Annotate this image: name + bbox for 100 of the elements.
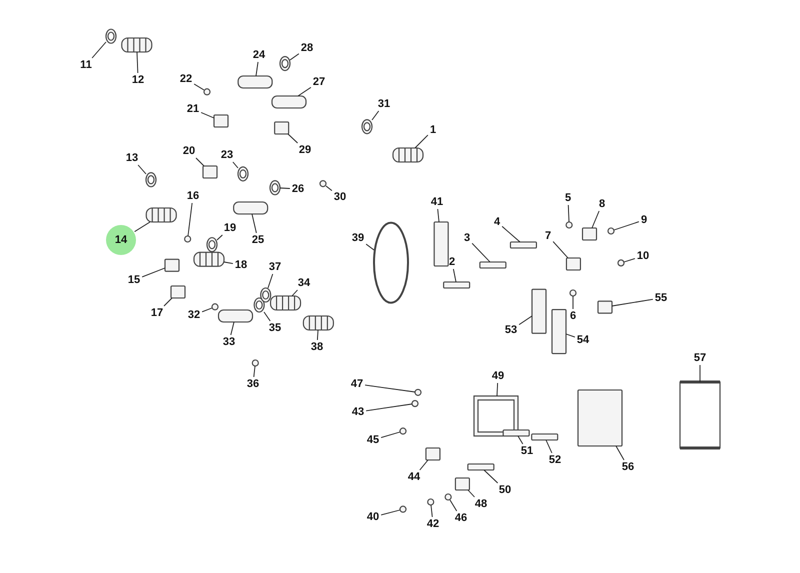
leader-line: [138, 164, 146, 174]
callout-number: 22: [178, 73, 194, 85]
bracket-drawing: [202, 165, 218, 179]
hose-clamp-drawing: [145, 172, 157, 188]
hose-clamp-drawing: [237, 166, 249, 182]
callout-number: 52: [548, 454, 562, 466]
leader-line: [380, 510, 400, 516]
bolt-drawing: [399, 506, 407, 513]
leader-line: [430, 504, 433, 518]
callout-number: 26: [290, 183, 306, 195]
callout-number: 6: [568, 310, 578, 322]
leader-line: [134, 222, 150, 232]
hose-drawing: [270, 295, 302, 311]
callout-number: 34: [296, 277, 312, 289]
leader-line: [452, 268, 456, 282]
bolt-drawing: [617, 259, 625, 266]
callout-number: 8: [598, 198, 606, 210]
hose-clamp-drawing: [260, 287, 272, 303]
callout-number: 3: [462, 232, 472, 244]
leader-line: [380, 432, 400, 438]
leader-line: [546, 440, 552, 454]
leader-line: [592, 210, 600, 228]
leader-line: [450, 500, 458, 512]
hose-clamp-drawing: [279, 56, 291, 72]
leader-line: [614, 221, 640, 230]
bolt-drawing: [569, 289, 577, 297]
leader-line: [496, 382, 498, 396]
bolt-drawing: [427, 498, 434, 506]
bracket-drawing: [164, 258, 180, 272]
bolt-drawing: [411, 400, 419, 408]
leader-line: [288, 134, 298, 144]
callout-number: 21: [186, 103, 200, 115]
callout-number: 18: [234, 259, 248, 271]
leader-line: [188, 202, 193, 236]
leader-line: [136, 52, 138, 74]
callout-number: 50: [498, 484, 512, 496]
callout-number: 28: [300, 42, 314, 54]
fan-ring-drawing: [373, 222, 409, 304]
leader-line: [552, 241, 568, 258]
bracket-drawing: [454, 477, 470, 491]
callout-number: 17: [150, 307, 164, 319]
bracket-drawing: [425, 447, 440, 461]
pipe-drawing: [271, 95, 307, 109]
callout-number: 2: [448, 256, 456, 268]
leader-line: [292, 290, 298, 296]
strip-drawing: [443, 281, 470, 289]
hose-drawing: [392, 147, 424, 163]
leader-line: [468, 490, 475, 498]
callout-number: 27: [312, 76, 326, 88]
leader-line: [366, 244, 374, 250]
leader-line: [280, 188, 290, 189]
leader-line: [419, 460, 428, 470]
callout-number: 51: [520, 445, 534, 457]
callout-number: 57: [692, 352, 708, 364]
leader-line: [232, 162, 238, 168]
leader-line: [472, 242, 490, 262]
callout-number: 47: [350, 378, 364, 390]
callout-number: 55: [654, 292, 668, 304]
hose-drawing: [193, 252, 225, 267]
leader-line: [164, 298, 172, 306]
frame-drawing: [551, 308, 567, 354]
bolt-drawing: [319, 180, 327, 188]
leader-line: [264, 312, 271, 322]
pipe-drawing: [238, 75, 273, 89]
radiator-drawing: [473, 395, 519, 437]
strip-drawing: [467, 463, 494, 471]
leader-line: [414, 134, 428, 148]
leader-line: [437, 208, 440, 222]
leader-line: [326, 186, 332, 192]
leader-line: [566, 334, 576, 338]
callout-number: 12: [130, 74, 146, 86]
callout-number: 10: [636, 250, 650, 262]
leader-line: [253, 366, 256, 378]
leader-line: [298, 86, 312, 96]
callout-number: 13: [124, 152, 140, 164]
bolt-drawing: [566, 221, 573, 229]
leader-line: [364, 384, 416, 392]
leader-line: [230, 322, 234, 336]
hose-clamp-drawing: [206, 237, 218, 252]
callout-number: 43: [350, 406, 366, 418]
bracket-drawing: [213, 114, 229, 128]
callout-number: 33: [222, 336, 236, 348]
callout-number: 25: [250, 234, 266, 246]
bracket-drawing: [582, 227, 598, 241]
hose-clamp-drawing: [105, 28, 117, 44]
bolt-drawing: [444, 493, 452, 501]
bolt-drawing: [607, 227, 615, 235]
callout-number: 48: [474, 498, 488, 510]
bolt-drawing: [211, 303, 219, 310]
callout-number: 9: [640, 214, 648, 226]
callout-number: 36: [246, 378, 260, 390]
leader-line: [200, 112, 214, 118]
bolt-drawing: [184, 235, 192, 243]
callout-number: 7: [544, 230, 552, 242]
leader-line: [290, 53, 300, 60]
bracket-drawing: [597, 300, 613, 314]
leader-line: [484, 470, 498, 484]
callout-number: 35: [268, 322, 282, 334]
callout-number: 32: [186, 309, 202, 321]
callout-number: 56: [620, 461, 636, 473]
